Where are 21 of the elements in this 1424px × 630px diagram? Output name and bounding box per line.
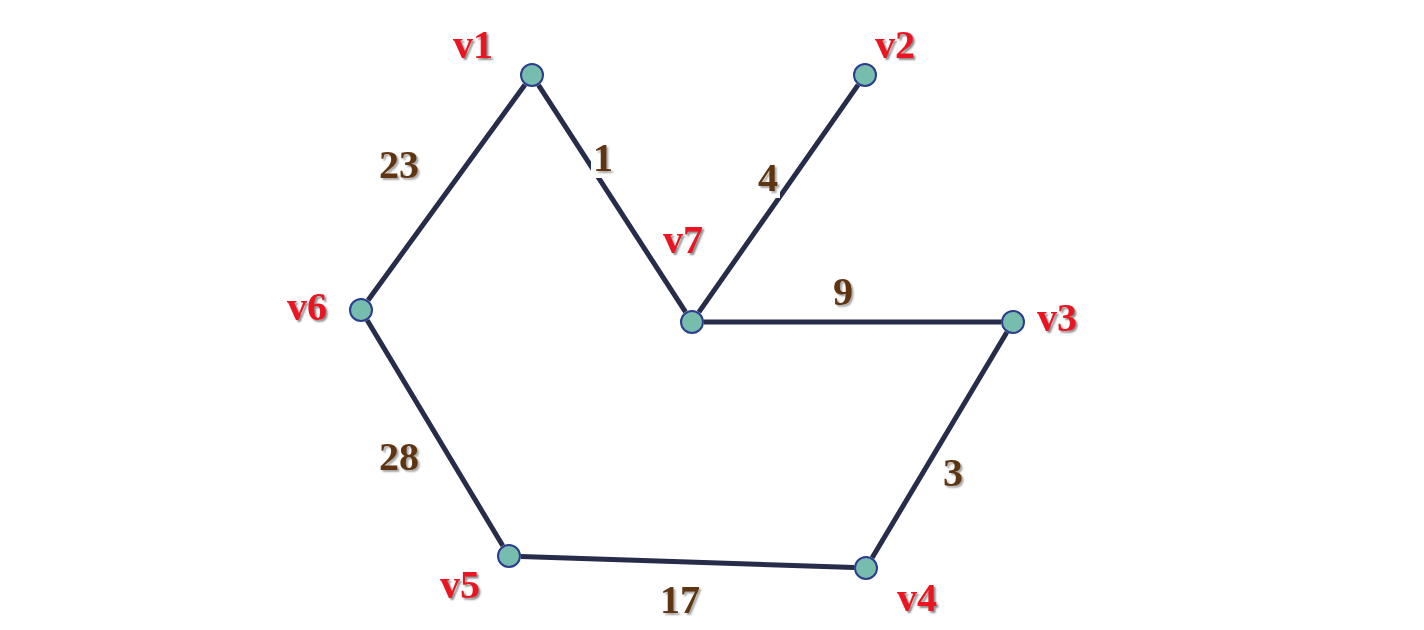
vertex-label: v7 (663, 220, 703, 260)
graph-edge (536, 83, 688, 314)
vertex-label: v4 (897, 578, 937, 618)
vertex-label: v3 (1037, 298, 1077, 338)
vertex-dot-icon (520, 63, 544, 87)
vertex-label: v2 (875, 25, 915, 65)
vertex-label: v6 (287, 287, 327, 327)
graph-edge (365, 319, 505, 547)
vertex-label: v1 (453, 25, 493, 65)
vertex-dot-icon (1001, 310, 1025, 334)
vertex-label: v5 (440, 565, 480, 605)
graph-edge (366, 83, 527, 302)
vertex-dot-icon (497, 544, 521, 568)
graph-edge (520, 553, 855, 571)
graph-edge (704, 319, 1001, 325)
vertex-dot-icon (680, 310, 704, 334)
graph-edge (696, 83, 861, 314)
vertex-dot-icon (349, 298, 373, 322)
vertex-dot-icon (853, 63, 877, 87)
vertex-dot-icon (854, 556, 878, 580)
graph-edge (870, 331, 1009, 559)
